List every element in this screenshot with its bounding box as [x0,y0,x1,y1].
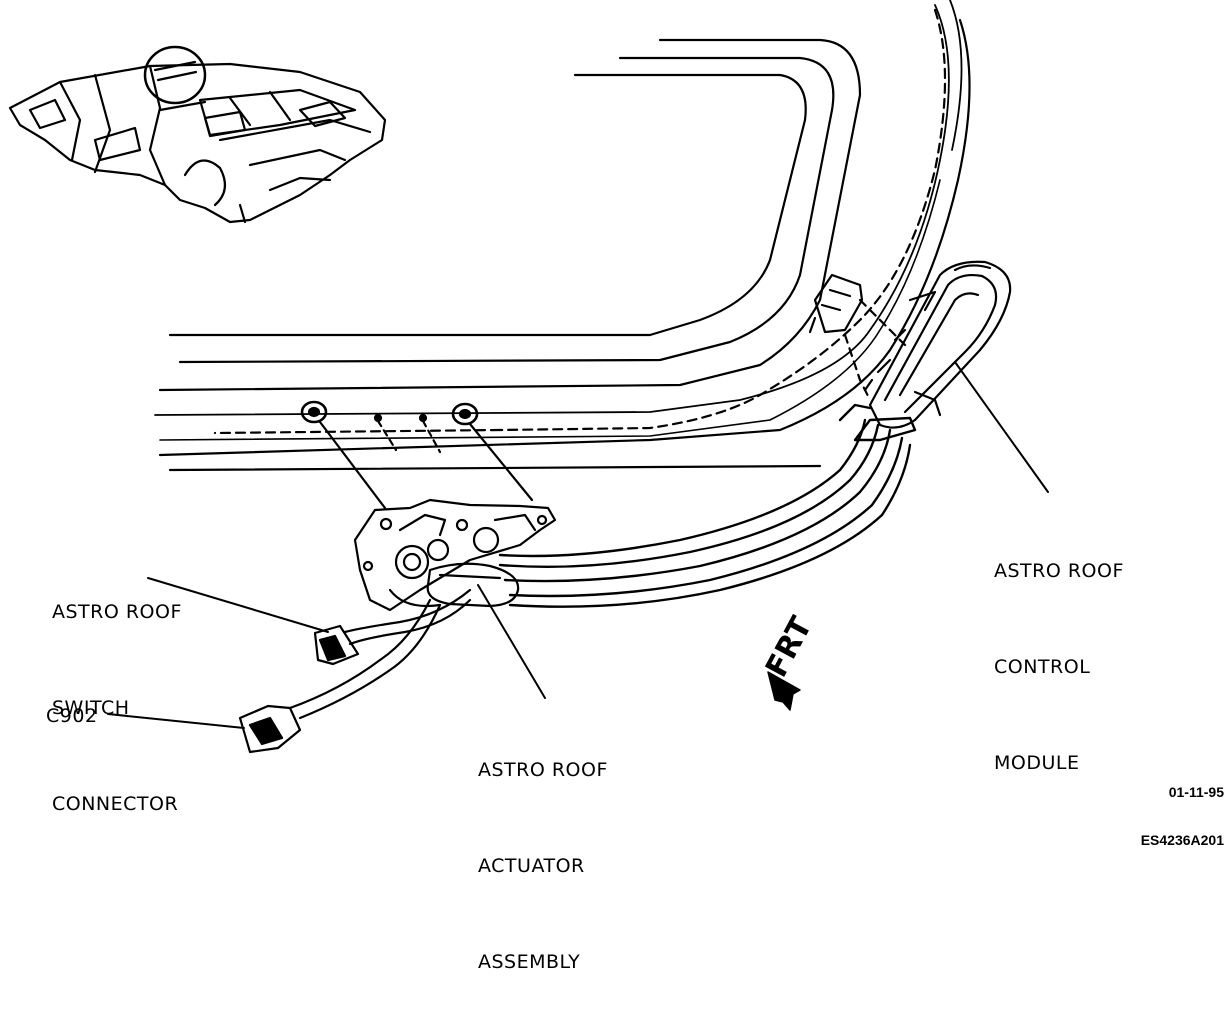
vehicle-locator-inset [8,45,387,224]
front-arrow-icon [767,671,801,711]
figure-date: 01-11-95 [1168,784,1224,800]
mounting-hardware [300,400,534,510]
wire-harness [498,403,917,608]
control-module-line-1: ASTRO ROOF [994,560,1124,582]
switch-connector-line-1: ASTRO ROOF [52,601,182,623]
figure-id: ES4236A201 [1140,832,1224,848]
diagram-canvas: ASTRO ROOF SWITCH CONNECTOR C902 ASTRO R… [8,0,1224,973]
leader-lines [107,361,1049,729]
actuator-line-1: ASTRO ROOF [478,759,608,781]
switch-connector-line-3: CONNECTOR [52,793,179,815]
switch-connector-label: ASTRO ROOF SWITCH CONNECTOR [52,532,182,852]
control-module-label: ASTRO ROOF CONTROL MODULE [994,491,1124,811]
control-module-line-2: CONTROL [994,656,1091,678]
actuator-line-2: ACTUATOR [478,855,585,877]
control-module-line-3: MODULE [994,752,1080,774]
c902-label: C902 [46,705,98,727]
control-module-drawing [863,260,1012,429]
diagram-drawing [8,0,1049,754]
actuator-assembly-drawing [353,498,557,612]
connector-wires [238,588,472,754]
actuator-label: ASTRO ROOF ACTUATOR ASSEMBLY [478,690,608,1010]
figure-code: 01-11-95 ES4236A201 [1141,752,1224,864]
roof-panel-outline [154,0,971,472]
harness-clip [808,273,907,402]
switch-connector-line-2: SWITCH [52,697,130,719]
actuator-line-3: ASSEMBLY [478,951,581,973]
